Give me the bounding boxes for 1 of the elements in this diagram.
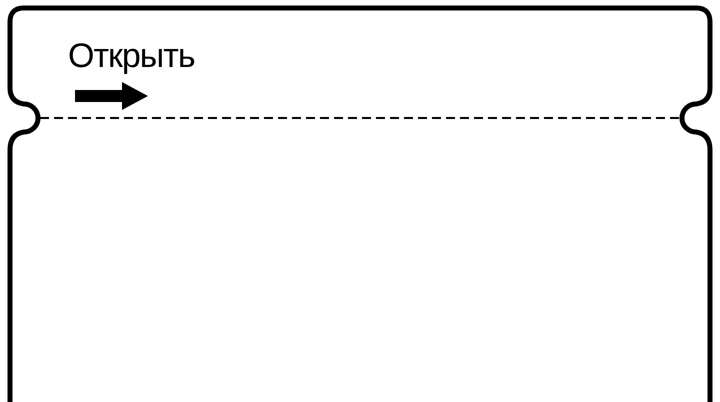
open-label: Открыть bbox=[68, 36, 195, 76]
